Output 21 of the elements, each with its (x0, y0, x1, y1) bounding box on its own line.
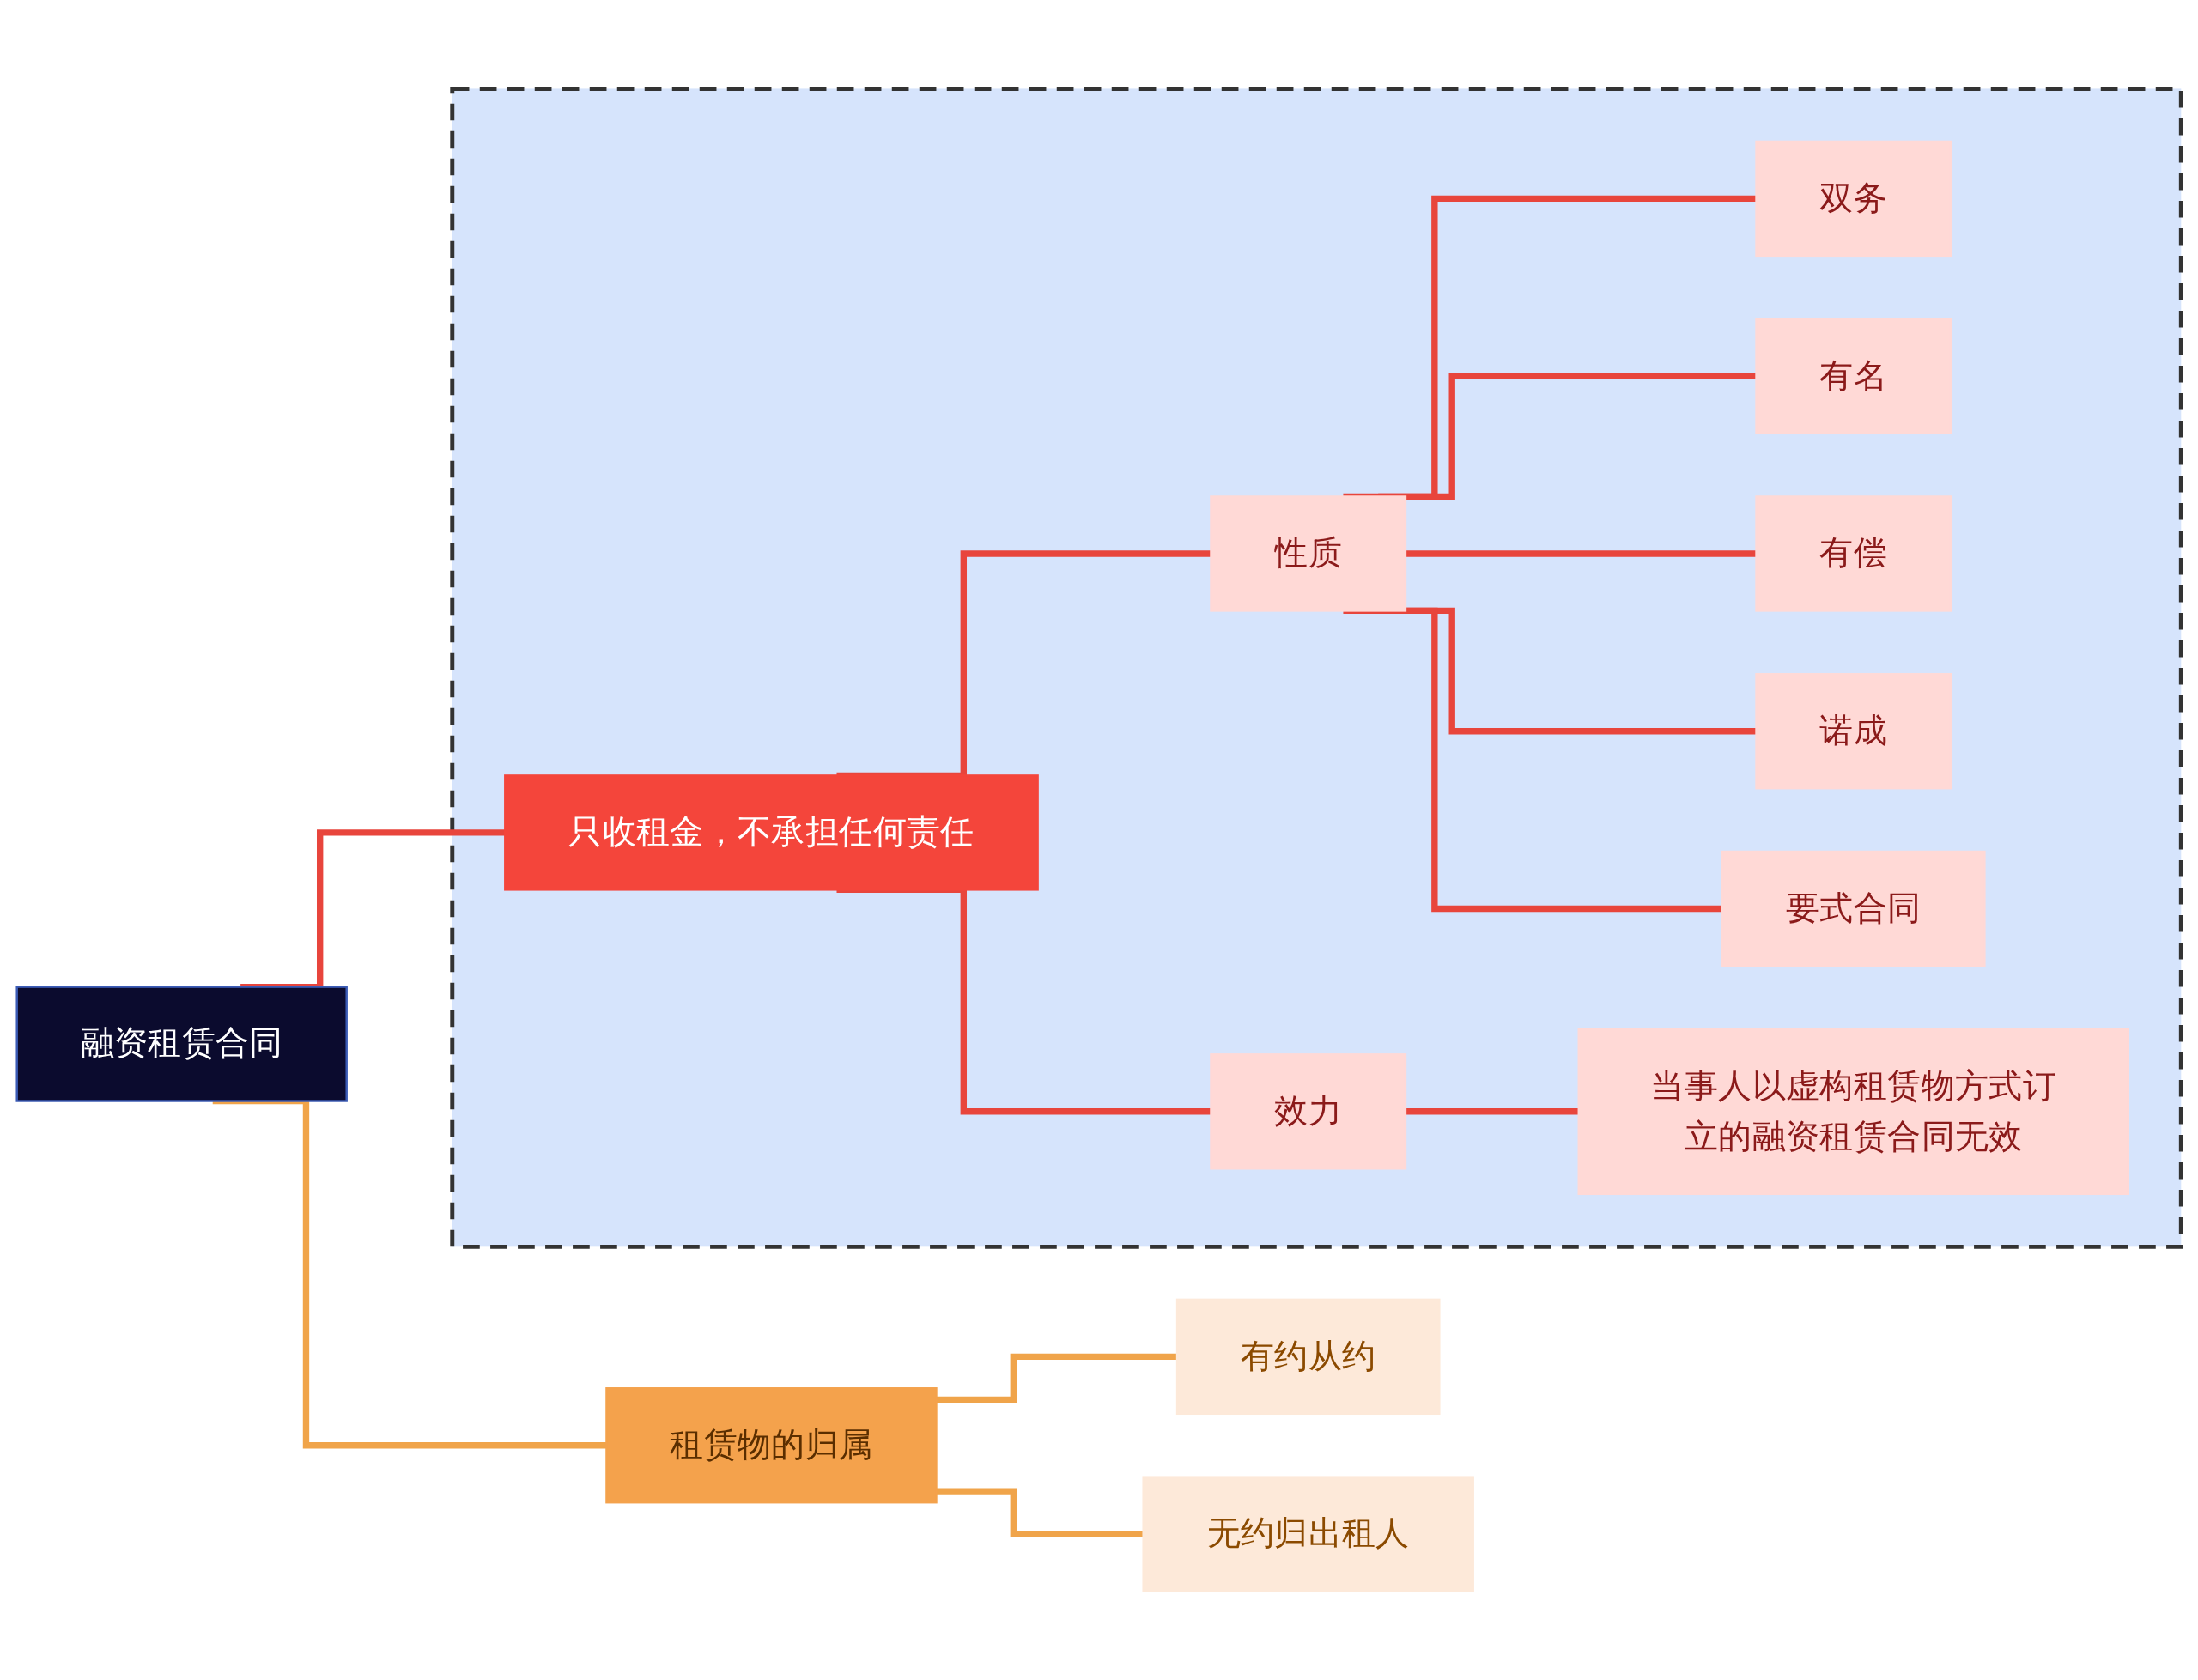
connector (1343, 607, 1723, 913)
node-box: 无约归出租人 (1142, 1476, 1474, 1592)
cluster (450, 86, 2183, 1249)
node-box: 只收租金，不承担任何责任 (504, 774, 1039, 891)
node-box: 双务 (1755, 140, 1952, 258)
node-box: 诺成 (1755, 673, 1952, 790)
connector (1405, 550, 1757, 557)
node-box: 融资租赁合同 (15, 986, 348, 1102)
node-box: 有名 (1755, 318, 1952, 434)
node-box: 租赁物的归属 (605, 1387, 938, 1504)
node-box: 当事人以虚构租赁物方式订立的融资租赁合同无效 (1577, 1028, 2129, 1196)
node-box: 有约从约 (1175, 1298, 1441, 1416)
node-box: 有偿 (1755, 495, 1952, 612)
node-box: 要式合同 (1721, 850, 1986, 967)
connector (1343, 195, 1757, 500)
connector (1405, 1108, 1579, 1115)
connector (936, 1488, 1144, 1537)
node-box: 效力 (1210, 1053, 1407, 1170)
connector (1378, 373, 1757, 500)
connector (936, 1353, 1178, 1403)
node-box: 性质 (1210, 495, 1407, 612)
